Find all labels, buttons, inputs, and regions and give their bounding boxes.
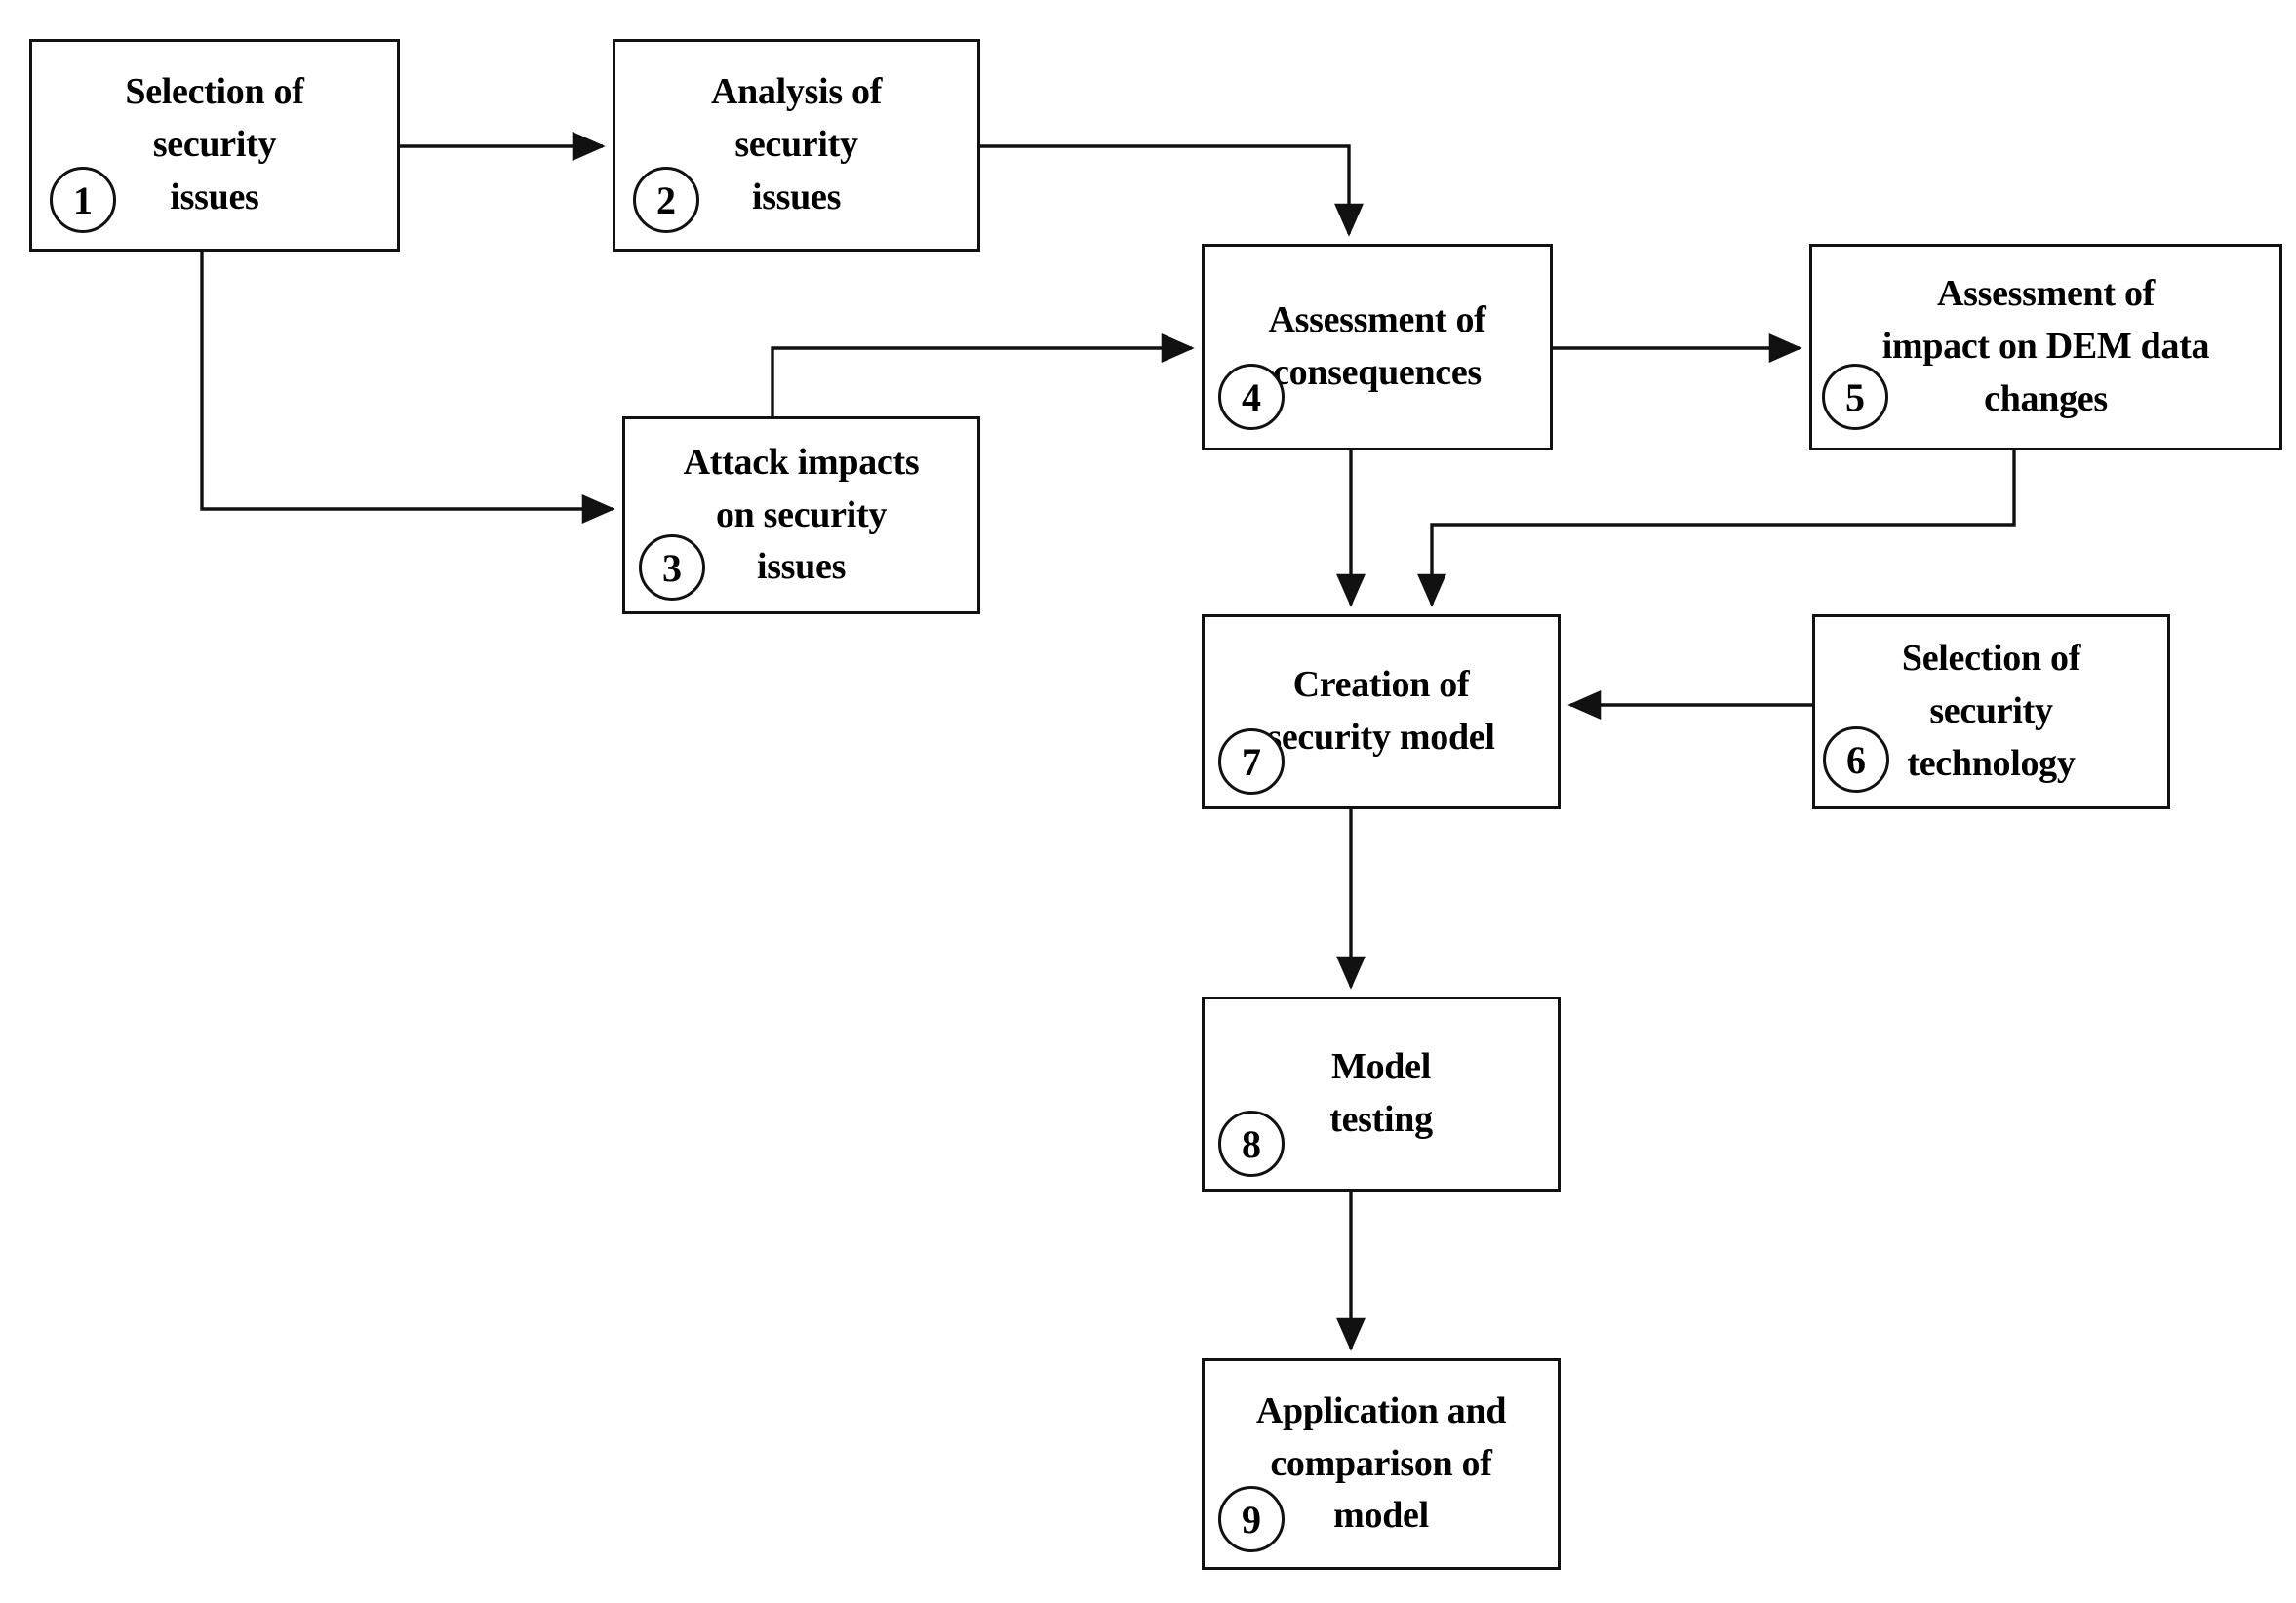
step-number-badge-4: 4 (1218, 364, 1285, 430)
step-number-badge-7: 7 (1218, 728, 1285, 795)
step-number-badge-9: 9 (1218, 1486, 1285, 1552)
process-box-label-6: Selection of security technology (1901, 638, 2081, 784)
process-box-8[interactable]: Model testing 8 (1202, 997, 1561, 1192)
step-number-badge-6: 6 (1823, 726, 1889, 793)
process-box-label-5: Assessment of impact on DEM data changes (1881, 273, 2210, 419)
process-box-label-2: Analysis of security issues (710, 71, 883, 217)
process-box-label-1: Selection of security issues (125, 71, 304, 217)
process-box-label-4: Assessment of consequences (1268, 299, 1486, 393)
connector-5-to-7 (1417, 450, 2016, 607)
step-number-badge-1: 1 (50, 167, 116, 233)
step-number-badge-8: 8 (1218, 1111, 1285, 1177)
connector-1-to-3 (200, 252, 615, 524)
step-number-badge-3: 3 (639, 534, 705, 601)
step-number-badge-2: 2 (633, 167, 699, 233)
connector-3-to-4 (771, 333, 1195, 416)
process-box-label-8: Model testing (1329, 1046, 1433, 1140)
process-box-5[interactable]: Assessment of impact on DEM data changes… (1809, 244, 2282, 450)
process-box-label-9: Application and comparison of model (1255, 1389, 1507, 1537)
connector-2-to-4 (980, 144, 1364, 237)
step-number-badge-5: 5 (1822, 364, 1888, 430)
process-box-label-3: Attack impacts on security issues (683, 441, 920, 588)
process-box-label-7: Creation of security model (1267, 664, 1495, 758)
